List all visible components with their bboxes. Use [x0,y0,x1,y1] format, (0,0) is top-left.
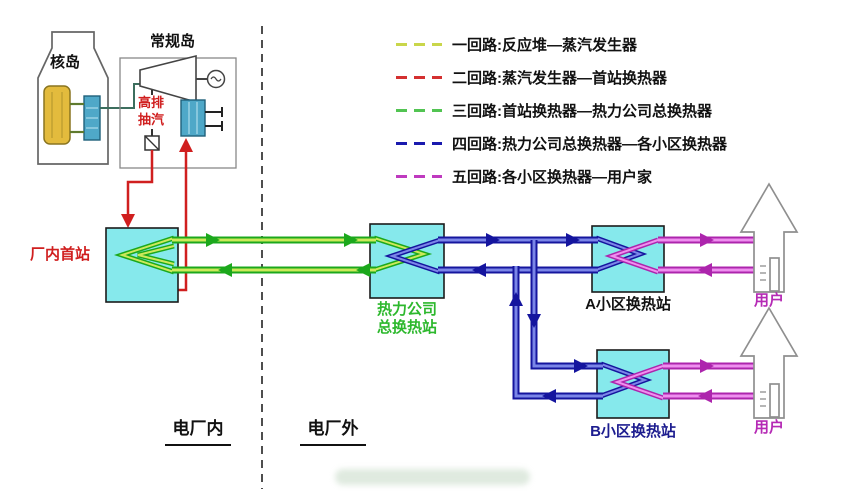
conventional-island-shape [119,54,237,169]
station-b-blue-chevron-core [600,363,648,397]
blue-arrow-right-icon [486,233,500,247]
blue-return-pipe-b [512,266,603,400]
zone-inside-plant-label: 电厂内 [165,414,231,446]
station-b-label: B小区换热站 [590,423,676,440]
blue-arrow-right-icon [566,233,580,247]
blue-arrow-right-icon [574,359,588,373]
blue-arrow-up-icon [509,292,523,306]
user-houses [739,182,799,419]
plant-first-station-label: 厂内首站 [30,246,91,263]
user-house-a [739,182,799,293]
station-b-magenta-chevron-core [613,365,664,399]
heat-company-station-label: 热力公司 总换热站 [376,301,437,336]
company-blue-chevron-core [388,239,441,273]
legend-dash-loop3 [396,109,442,112]
turbine [139,54,197,104]
containment-outline [37,31,109,165]
legend-label-loop4: 四回路:热力公司总换热器—各小区换热器 [452,136,727,153]
reactor-vessel [43,85,71,145]
station-a-blue-chevron-core [595,237,643,271]
red-arrow-down-icon [121,214,135,228]
first-station-chevron-core [118,237,175,273]
extraction-steam-label: 高排抽汽 [136,95,166,129]
station-a-magenta-chevron-core [608,239,659,273]
generator-wave-icon [210,76,222,82]
magenta-arrow-right-icon [700,233,714,247]
conventional-island-label: 常规岛 [150,33,196,50]
legend-item-loop4: 四回路:热力公司总换热器—各小区换热器 [396,133,727,154]
legend-item-loop1: 一回路:反应堆—蒸汽发生器 [396,34,727,55]
legend-dash-loop4 [396,142,442,145]
blue-arrow-left-icon [542,389,556,403]
exchanger-chevrons [113,235,664,401]
legend-dash-loop1 [396,43,442,46]
station-boxes [105,223,670,419]
legend-item-loop5: 五回路:各小区换热器—用户家 [396,166,727,187]
red-return-pipe [178,152,188,292]
legend-label-loop2: 二回路:蒸汽发生器—首站换热器 [452,70,667,87]
valve-detail [144,135,160,151]
blue-return-pipe-b-core [514,266,603,398]
legend: 一回路:反应堆—蒸汽发生器 二回路:蒸汽发生器—首站换热器 三回路:首站换热器—… [396,34,727,187]
green-arrow-left-icon [356,263,370,277]
conventional-island-box [119,57,237,169]
main-steam-line [100,83,140,109]
legend-label-loop1: 一回路:反应堆—蒸汽发生器 [452,37,637,54]
green-arrow-right-icon [344,233,358,247]
green-arrow-right-icon [206,233,220,247]
legend-label-loop3: 三回路:首站换热器—热力公司总换热器 [452,103,712,120]
nuclear-island-label: 核岛 [50,54,81,71]
blue-arrow-left-icon [472,263,486,277]
legend-label-loop5: 五回路:各小区换热器—用户家 [452,169,652,186]
loop4-blue-pipes [438,233,603,403]
house-b-door [769,383,780,418]
user-b-label: 用户 [753,419,784,436]
station-a-label: A小区换热站 [585,296,671,313]
legend-item-loop2: 二回路:蒸汽发生器—首站换热器 [396,67,727,88]
loop5-magenta-pipes [658,233,755,403]
red-arrow-up-icon [179,138,193,152]
blue-arrow-down-icon [527,314,541,328]
legend-item-loop3: 三回路:首站换热器—热力公司总换热器 [396,100,727,121]
user-a-label: 用户 [753,292,784,309]
magenta-arrow-right-icon [700,359,714,373]
user-house-b [739,306,799,419]
secondary-loop-red [121,138,193,292]
loop3-green-pipes [172,233,376,277]
first-station-chevron-inner-core [137,245,175,265]
red-supply-pipe [126,150,154,216]
magenta-arrow-left-icon [698,263,712,277]
green-arrow-left-icon [218,263,232,277]
legend-dash-loop5 [396,175,442,178]
first-station-heat-exchanger [180,99,206,137]
house-a-door [769,257,780,292]
company-green-chevron-core [373,237,428,271]
legend-dash-loop2 [396,76,442,79]
zone-outside-plant-label: 电厂外 [300,414,366,446]
magenta-arrow-left-icon [698,389,712,403]
nuclear-island-shape [37,31,140,165]
watermark [335,469,530,485]
